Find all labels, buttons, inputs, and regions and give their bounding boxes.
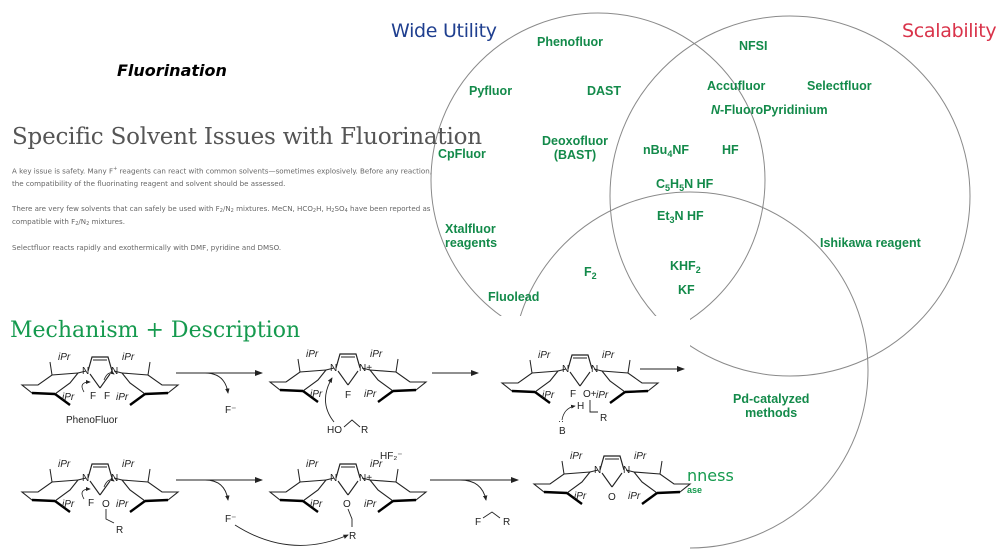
svg-text:iPr: iPr: [116, 392, 129, 403]
svg-text:iPr: iPr: [364, 499, 377, 510]
svg-text:iPr: iPr: [310, 389, 323, 400]
phenofluor-caption: PhenoFluor: [66, 415, 118, 426]
reagent-pyridine-hf: C5H5N HF: [656, 177, 714, 193]
svg-text:O: O: [608, 492, 616, 503]
partial-heading: nness: [687, 466, 734, 485]
svg-text:iPr: iPr: [634, 451, 647, 462]
svg-text:iPr: iPr: [122, 352, 135, 363]
molecule-phenofluor: iPr iPr iPr iPr N N F F: [20, 352, 180, 407]
reagent-n-fluoropyridinium: N-FluoroPyridinium: [711, 103, 828, 117]
reagent-nbu4nf: nBu4NF: [643, 143, 689, 159]
svg-text:iPr: iPr: [310, 499, 323, 510]
leaving-arrow: [204, 372, 230, 394]
svg-text:iPr: iPr: [628, 491, 641, 502]
svg-text:N: N: [562, 364, 569, 375]
svg-text:N: N: [623, 465, 630, 476]
svg-text:F: F: [88, 498, 94, 509]
svg-text:F: F: [345, 390, 351, 401]
svg-text:N+: N+: [359, 473, 372, 484]
svg-text:F: F: [90, 391, 96, 402]
reagent-et3n-hf: Et3N HF: [657, 209, 704, 225]
svg-text:iPr: iPr: [602, 350, 615, 361]
molecule-tetrahedral-intermediate: iPr iPr iPr iPr N N F O+ H R B ··: [500, 350, 660, 437]
fluoride-ion: F⁻: [225, 405, 236, 416]
set-title-scalability: Scalability: [902, 20, 997, 42]
svg-text:iPr: iPr: [370, 459, 383, 470]
reagent-xtalfluor: Xtalfluor reagents: [445, 222, 498, 250]
svg-text:iPr: iPr: [570, 451, 583, 462]
bifluoride-ion: HF₂⁻: [380, 451, 403, 462]
alcohol-ho: HO: [327, 425, 342, 436]
molecule-alkoxyimidazolium: iPr iPr iPr iPr N N+ O R: [268, 459, 428, 542]
svg-text:iPr: iPr: [122, 459, 135, 470]
svg-text:N: N: [82, 473, 89, 484]
svg-text:N+: N+: [359, 363, 372, 374]
svg-text:N: N: [111, 473, 118, 484]
svg-text:iPr: iPr: [596, 390, 609, 401]
venn-circle-scalability: [609, 15, 971, 377]
section-title: Specific Solvent Issues with Fluorinatio…: [12, 124, 482, 150]
paragraph-safety: A key issue is safety. Many F+ reagents …: [12, 166, 432, 189]
svg-text:iPr: iPr: [574, 491, 587, 502]
reagent-f2: F2: [584, 265, 597, 281]
partial-subheading: ase: [687, 485, 703, 495]
molecule-alkoxy-intermediate: iPr iPr iPr iPr N N F O R: [20, 459, 180, 536]
reagent-selectfluor: Selectfluor: [807, 79, 872, 93]
svg-text:iPr: iPr: [116, 499, 129, 510]
paragraph-f2-solvents: There are very few solvents that can saf…: [12, 204, 431, 227]
topic-label: Fluorination: [117, 61, 227, 80]
reagent-khf2: KHF2: [670, 259, 701, 275]
svg-text:iPr: iPr: [58, 459, 71, 470]
svg-text:iPr: iPr: [538, 350, 551, 361]
reagent-cpfluor: CpFluor: [438, 147, 486, 161]
svg-text:N: N: [82, 366, 89, 377]
svg-text:B: B: [559, 426, 566, 437]
svg-text:R: R: [349, 531, 356, 542]
svg-text:iPr: iPr: [370, 349, 383, 360]
reagent-dast: DAST: [587, 84, 622, 98]
svg-text:F: F: [104, 391, 110, 402]
reagent-fluolead: Fluolead: [488, 290, 540, 304]
svg-text:O: O: [343, 499, 351, 510]
svg-text:O: O: [102, 499, 110, 510]
svg-text:O+: O+: [583, 389, 597, 400]
molecule-imidazolium-f: iPr iPr iPr iPr N N+ F: [268, 349, 428, 404]
paragraph-selectfluor: Selectfluor reacts rapidly and exothermi…: [12, 243, 282, 252]
reagent-nfsi: NFSI: [739, 39, 768, 53]
svg-text:F: F: [570, 389, 576, 400]
molecule-urea-byproduct: iPr iPr iPr iPr N N O: [532, 451, 692, 506]
svg-text:N: N: [330, 363, 337, 374]
svg-text:H: H: [577, 401, 584, 412]
svg-text:N: N: [330, 473, 337, 484]
fluoride-ion: F⁻: [225, 514, 236, 525]
reagent-phenofluor: Phenofluor: [537, 35, 603, 49]
svg-text:iPr: iPr: [306, 349, 319, 360]
svg-text:iPr: iPr: [542, 390, 555, 401]
svg-text:N: N: [111, 366, 118, 377]
reagent-ishikawa: Ishikawa reagent: [820, 236, 921, 250]
svg-text:R: R: [600, 413, 607, 424]
reagent-deoxofluor: Deoxofluor (BAST): [542, 134, 608, 162]
reagent-pd-catalyzed: Pd-catalyzed methods: [733, 392, 810, 420]
set-title-wide-utility: Wide Utility: [391, 20, 497, 42]
svg-text:N: N: [591, 364, 598, 375]
svg-text:iPr: iPr: [306, 459, 319, 470]
reagent-accufluor: Accufluor: [707, 79, 766, 93]
svg-text:iPr: iPr: [58, 352, 71, 363]
reagent-kf: KF: [678, 283, 695, 297]
alcohol-r: R: [361, 425, 368, 436]
svg-text:iPr: iPr: [62, 499, 75, 510]
reagent-pyfluor: Pyfluor: [469, 84, 513, 98]
product-f: F: [475, 517, 481, 528]
product-r: R: [503, 517, 510, 528]
reagent-hf: HF: [722, 143, 739, 157]
svg-text:··: ··: [558, 416, 564, 426]
mechanism-title: Mechanism + Description: [10, 318, 301, 343]
svg-text:iPr: iPr: [364, 389, 377, 400]
svg-text:N: N: [594, 465, 601, 476]
svg-text:R: R: [116, 525, 123, 536]
svg-text:iPr: iPr: [62, 392, 75, 403]
